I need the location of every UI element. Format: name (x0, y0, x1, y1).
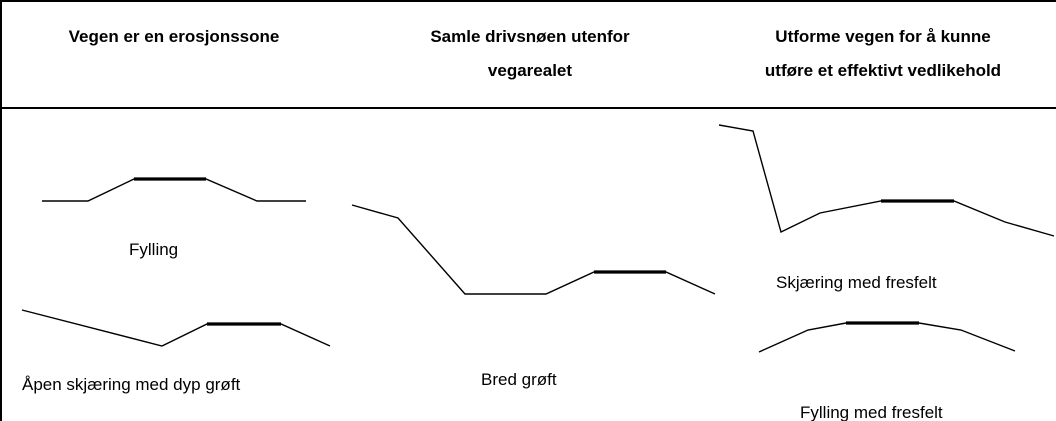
skjaering-fresfelt-profile (718, 124, 1055, 237)
fylling-terrain-line (42, 178, 306, 202)
skjaering-fresfelt-terrain-line (718, 124, 1055, 237)
caption-fylling: Fylling (129, 240, 179, 259)
apen-skjaering-profile (21, 309, 331, 347)
bred-groft-profile (351, 204, 716, 295)
caption-bred-groft: Bred grøft (481, 370, 557, 389)
bred-groft-terrain-line (351, 204, 716, 295)
header-divider (0, 107, 1056, 109)
caption-apen-skjaering: Åpen skjæring med dyp grøft (22, 375, 241, 394)
fylling-fresfelt-profile (758, 321, 1016, 353)
column-heading-erosion-text: Vegen er en erosjonssone (68, 27, 280, 46)
column-heading-maintenance-line1: Utforme vegen for å kunne (775, 27, 991, 46)
column-heading-drift-snow-line2: vegarealet (487, 61, 573, 80)
frame-left-border (0, 0, 2, 421)
column-heading-maintenance: Utforme vegen for å kunne utføre et effe… (710, 20, 1056, 100)
column-heading-maintenance-line2: utføre et effektivt vedlikehold (764, 61, 1002, 80)
caption-skjaering-fresfelt: Skjæring med fresfelt (776, 273, 937, 292)
apen-skjaering-terrain-line (21, 309, 331, 347)
column-heading-erosion: Vegen er en erosjonssone (4, 20, 344, 100)
column-heading-drift-snow-line1: Samle drivsnøen utenfor (430, 27, 630, 46)
caption-fylling-fresfelt: Fylling med fresfelt (800, 403, 943, 421)
fylling-profile (42, 177, 306, 202)
fylling-fresfelt-terrain-line (758, 322, 1016, 353)
frame-top-border (0, 0, 1056, 2)
column-heading-drift-snow: Samle drivsnøen utenfor vegarealet (355, 20, 705, 100)
